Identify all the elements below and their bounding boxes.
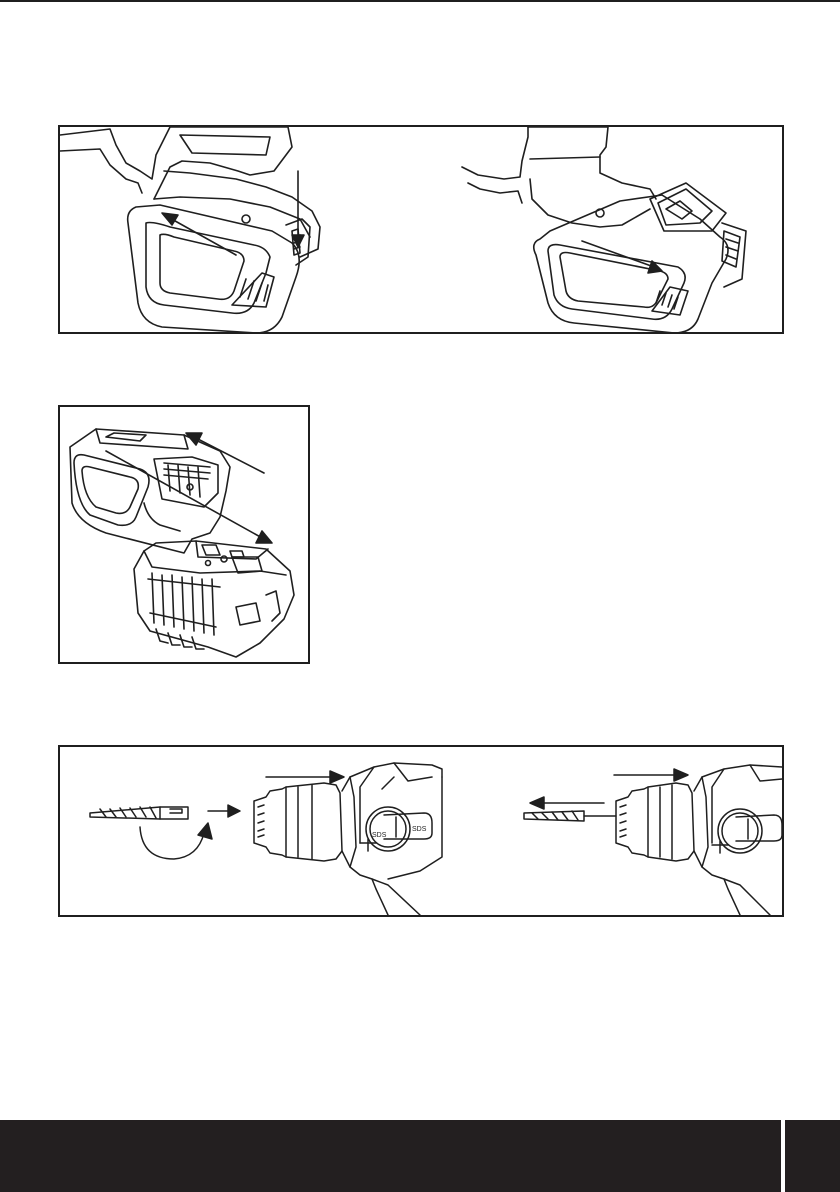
arrow-press-release — [292, 171, 304, 247]
hammer-drill-right — [616, 765, 782, 915]
drill-bit-loose — [90, 807, 188, 819]
figure-drill-bit-insertion: SDS SDS — [58, 745, 784, 917]
tool-left-body — [60, 127, 320, 257]
tool-right-body — [462, 127, 656, 227]
battery-slide-illustration — [60, 127, 782, 332]
arrow-remove-bit — [530, 797, 604, 809]
battery-left — [128, 205, 310, 332]
footer-page-tab — [785, 1120, 840, 1192]
arrow-pull-sleeve-left — [266, 771, 344, 783]
mode-label-right: SDS — [412, 826, 427, 833]
battery-right — [534, 183, 746, 332]
sds-chuck-illustration: SDS SDS — [60, 747, 782, 915]
charger-base — [134, 541, 294, 657]
hammer-drill-left: SDS SDS — [254, 763, 442, 915]
arrow-pull-sleeve-right — [614, 769, 688, 781]
arrow-rotate-bit — [140, 823, 212, 859]
figure-battery-charger — [58, 405, 310, 664]
mode-label-left: SDS — [372, 832, 387, 839]
battery-pack — [70, 429, 230, 553]
charger-illustration — [60, 407, 308, 662]
drill-bit-inserted — [524, 811, 616, 821]
arrow-insert-bit — [208, 805, 240, 817]
figure-battery-install-remove — [58, 125, 784, 334]
top-rule — [0, 0, 840, 2]
footer-bar — [0, 1120, 781, 1192]
